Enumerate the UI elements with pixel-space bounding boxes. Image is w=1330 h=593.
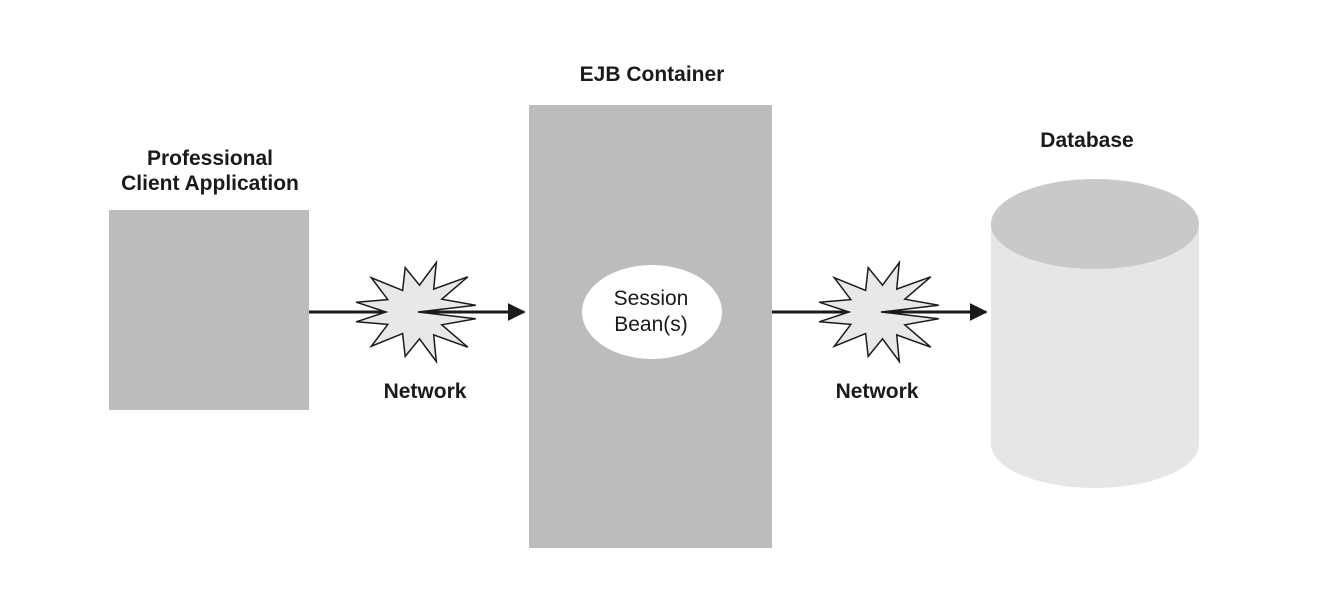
database-title: Database	[1040, 129, 1133, 152]
client-application-box	[109, 210, 309, 410]
network-label-left: Network	[384, 380, 467, 403]
client-title-line2: Client Application	[121, 172, 299, 195]
database-cylinder	[991, 179, 1199, 488]
network-starburst-right	[818, 259, 939, 365]
network-starburst-left	[355, 259, 476, 365]
session-bean-ellipse	[582, 265, 722, 359]
ejb-container-title: EJB Container	[580, 63, 725, 86]
network-label-right: Network	[836, 380, 919, 403]
session-bean-label-line2: Bean(s)	[614, 313, 688, 336]
session-bean-label-line1: Session	[614, 287, 689, 310]
client-title-line1: Professional	[147, 147, 273, 170]
